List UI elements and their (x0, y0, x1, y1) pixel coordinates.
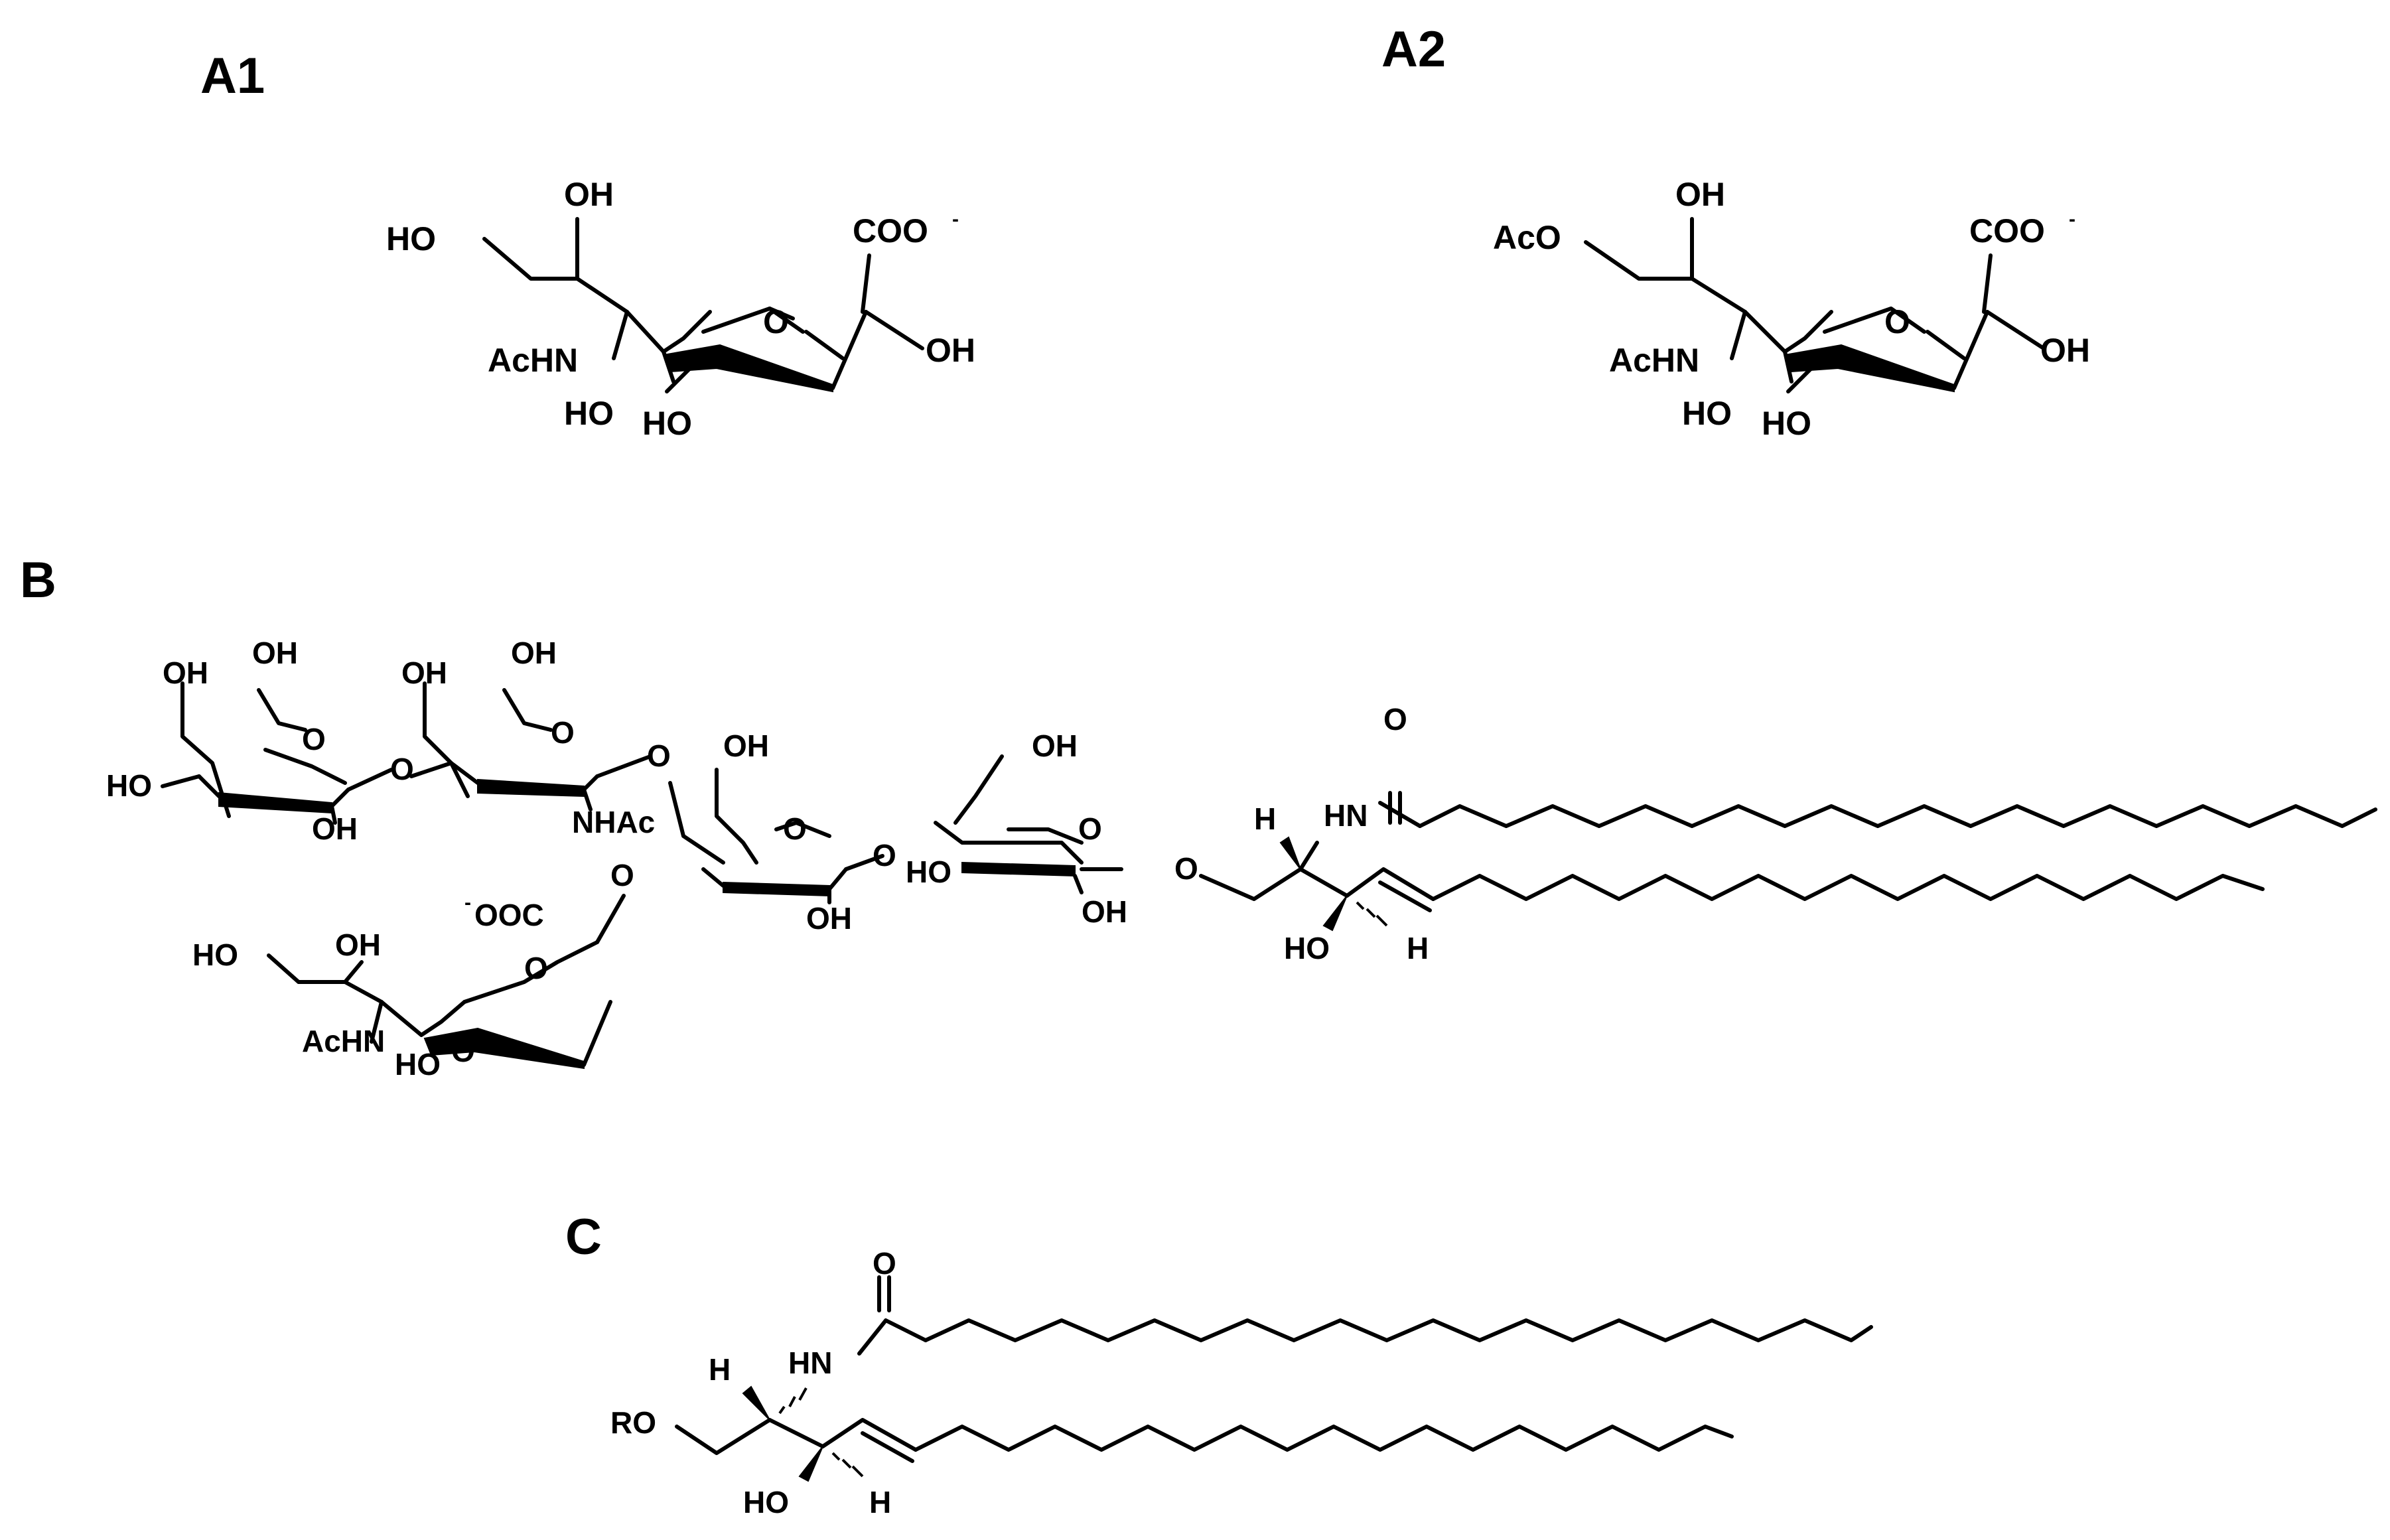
b-cer-o: O (1383, 702, 1407, 736)
b-neu-ring-o: O (524, 951, 548, 985)
b-galnac-oh1: OH (401, 656, 447, 690)
b-gal2-glyco-o: O (873, 838, 896, 873)
b-gal-ring-o: O (302, 722, 326, 756)
c-h1-atom: H (709, 1352, 731, 1387)
a1-coo-atom: COO (853, 212, 928, 249)
b-gal-oh3: OH (312, 811, 358, 846)
b-cer-h1: H (1254, 802, 1276, 836)
structure-b-ganglioside: OH OH O HO OH O OH OH O NHAc O OH O OH O… (106, 636, 2377, 1082)
a1-ho-atom: HO (386, 220, 436, 257)
b-galnac-ring-o: O (551, 715, 575, 750)
b-gal2-oh2: OH (806, 901, 852, 936)
a2-aco-atom: AcO (1493, 219, 1561, 256)
panel-label-c: C (565, 1209, 602, 1265)
a2-oh2-atom: OH (2040, 332, 2090, 369)
b-glc-glyco-o: O (1174, 851, 1198, 886)
a1-ho2-atom: HO (564, 395, 614, 432)
b-neu-ho2: HO (395, 1047, 441, 1082)
b-cer-h2: H (1407, 931, 1429, 965)
c-hn-atom: HN (788, 1346, 832, 1380)
a2-achn-atom: AcHN (1609, 342, 1699, 379)
b-neu-ooc: OOC (474, 898, 544, 932)
b-gal2-o-link: O (610, 858, 634, 892)
b-glc-ring-o: O (1078, 811, 1102, 846)
a1-ho3-atom: HO (642, 405, 692, 442)
panel-label-b: B (20, 552, 56, 608)
c-ro-atom: RO (610, 1405, 656, 1440)
b-neu-ooc-charge: - (464, 892, 471, 914)
c-ho-atom: HO (743, 1485, 789, 1519)
a1-oh2-atom: OH (926, 332, 975, 369)
b-glc-oh2: OH (1082, 894, 1127, 929)
a1-coo-charge: - (952, 208, 959, 230)
b-neu-o: O (451, 1034, 475, 1068)
c-o-atom: O (873, 1246, 896, 1281)
b-gal2-oh: OH (723, 729, 769, 763)
b-galnac-glyco-o: O (647, 738, 671, 773)
structure-c-ceramide: O HN H RO HO H (610, 1246, 1873, 1519)
b-galnac-nhac: NHAc (572, 805, 655, 839)
b-galnac-oh2: OH (511, 636, 557, 670)
a2-ring-o-atom: O (1884, 303, 1910, 340)
b-gal2-ring-o: O (783, 811, 807, 846)
a2-ho2-atom: HO (1682, 395, 1732, 432)
b-gal-glyco-o: O (390, 752, 414, 786)
b-cer-ho: HO (1284, 931, 1330, 965)
a1-achn-atom: AcHN (488, 342, 578, 379)
a1-ring-o-atom: O (763, 303, 789, 340)
b-neu-ho: HO (192, 938, 238, 972)
b-cer-hn: HN (1324, 798, 1368, 833)
b-gal-oh1: OH (163, 656, 208, 690)
a2-coo-charge: - (2069, 208, 2075, 230)
b-neu-achn: AcHN (302, 1024, 385, 1058)
structure-a1-neu5ac: HO OH COO - O OH AcHN HO HO (386, 176, 975, 442)
b-gal-ho: HO (106, 768, 152, 803)
b-gal-oh2: OH (252, 636, 298, 670)
b-neu-oh: OH (335, 928, 381, 962)
a2-ho3-atom: HO (1762, 405, 1811, 442)
b-glc-ho: HO (906, 855, 951, 889)
a2-coo-atom: COO (1969, 212, 2045, 249)
panel-label-a1: A1 (200, 48, 265, 104)
a1-oh-atom: OH (564, 176, 614, 213)
panel-label-a2: A2 (1381, 21, 1446, 78)
a2-oh-atom: OH (1675, 176, 1725, 213)
c-h2-atom: H (869, 1485, 891, 1519)
structure-a2-neu59ac2: AcO OH COO - O OH AcHN HO HO (1493, 176, 2090, 442)
b-glc-oh: OH (1032, 729, 1078, 763)
